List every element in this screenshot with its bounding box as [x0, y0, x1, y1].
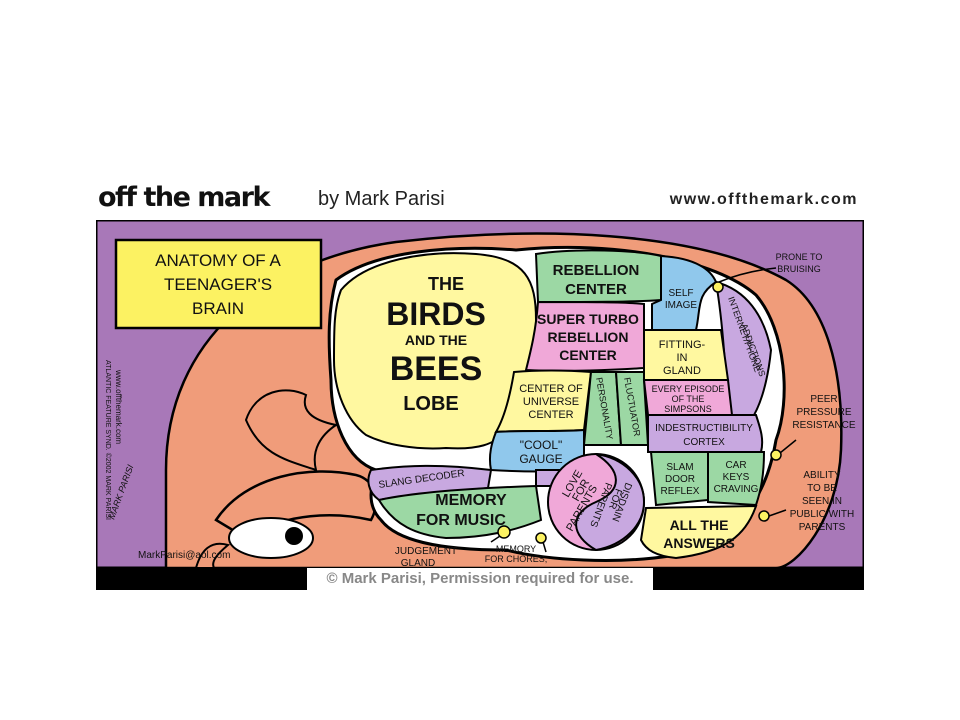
- center-universe-line-2: UNIVERSE: [523, 396, 579, 408]
- region-memory-music: [377, 484, 543, 540]
- peer-line-2: PRESSURE: [796, 407, 851, 418]
- self-image-line-2: IMAGE: [665, 300, 698, 311]
- pupil: [285, 527, 303, 545]
- bruising-line-2: BRUISING: [777, 264, 821, 274]
- ability-line-5: PARENTS: [799, 522, 846, 533]
- site-url: www.offthemark.com: [669, 191, 858, 208]
- chores-memory: [535, 532, 547, 544]
- caption-line-3: BRAIN: [192, 299, 244, 318]
- birds-bees-line-3: AND THE: [405, 332, 467, 348]
- ability-line-2: TO BE: [807, 483, 837, 494]
- simpsons-line-1: EVERY EPISODE: [652, 384, 725, 394]
- simpsons-line-2: OF THE: [672, 394, 705, 404]
- comic-panel: ANATOMY OF A TEENAGER'S BRAIN THE BIRDS …: [96, 220, 864, 568]
- birds-bees-line-4: BEES: [390, 350, 483, 388]
- judgement-pointer: [490, 535, 501, 543]
- ability-line-1: ABILITY: [803, 470, 841, 481]
- rebellion-line-2: CENTER: [565, 281, 627, 298]
- simpsons-line-3: SIMPSONS: [664, 404, 712, 414]
- super-turbo-line-3: CENTER: [559, 347, 617, 363]
- copyright-notice: © Mark Parisi, Permission required for u…: [307, 568, 653, 590]
- fitting-in-line-2: IN: [677, 352, 688, 364]
- comic-strip: off the mark by Mark Parisi www.offthema…: [96, 178, 864, 590]
- side-credit-line-1: www.offthemark.com: [114, 369, 123, 444]
- bruising-spot: [712, 281, 724, 293]
- region-disdain-parents: [575, 453, 646, 552]
- memory-music-line-1: MEMORY: [435, 492, 507, 509]
- peer-pressure-node: [770, 449, 782, 461]
- memory-music-line-2: FOR MUSIC: [416, 512, 506, 529]
- slam-door-line-2: DOOR: [665, 474, 695, 485]
- brain-illustration: ANATOMY OF A TEENAGER'S BRAIN THE BIRDS …: [96, 220, 864, 568]
- super-turbo-line-2: REBELLION: [548, 329, 629, 345]
- ability-node: [758, 510, 770, 522]
- self-image-line-1: SELF: [668, 288, 693, 299]
- brand-logo: off the mark: [98, 182, 270, 213]
- ability-line-3: SEEN IN: [802, 496, 842, 507]
- fitting-in-line-1: FITTING-: [659, 339, 706, 351]
- birds-bees-line-2: BIRDS: [386, 296, 486, 332]
- cool-gauge-line-2: GAUGE: [519, 452, 562, 466]
- peer-pointer: [779, 439, 797, 454]
- slam-door-line-1: SLAM: [666, 462, 693, 473]
- region-fluctuator: [614, 371, 650, 446]
- car-keys-line-3: CRAVING: [714, 484, 759, 495]
- birds-bees-line-1: THE: [428, 274, 464, 294]
- region-all-answers: [639, 504, 758, 560]
- caption-box: [114, 238, 323, 330]
- bruising-pointer: [718, 267, 777, 283]
- byline: by Mark Parisi: [318, 188, 445, 210]
- slam-door-line-3: REFLEX: [661, 486, 700, 497]
- chores-pointer: [542, 541, 547, 553]
- indestructibility-line-1: INDESTRUCTIBILITY: [655, 423, 753, 434]
- center-universe-line-3: CENTER: [528, 409, 573, 421]
- caption-line-1: ANATOMY OF A: [155, 251, 281, 270]
- car-keys-line-2: KEYS: [723, 472, 750, 483]
- peer-line-1: PEER: [810, 394, 837, 405]
- center-universe-line-1: CENTER OF: [519, 383, 583, 395]
- judgement-gland: [497, 525, 511, 539]
- ability-pointer: [768, 509, 787, 517]
- all-answers-line-2: ANSWERS: [663, 535, 735, 551]
- comic-header: off the mark by Mark Parisi www.offthema…: [96, 178, 864, 220]
- side-credit-line-2: ATLANTIC FEATURE SYND. ©2002 MARK PARISI: [104, 360, 112, 520]
- all-answers-line-1: ALL THE: [670, 517, 729, 533]
- artist-email: MarkParisi@aol.com: [138, 550, 230, 561]
- car-keys-line-1: CAR: [725, 460, 746, 471]
- footer-bar: © Mark Parisi, Permission required for u…: [96, 568, 864, 590]
- chores-label-line-2: FOR CHORES,: [485, 554, 548, 564]
- birds-bees-line-5: LOBE: [403, 393, 459, 415]
- nose: [194, 542, 231, 568]
- bruising-line-1: PRONE TO: [776, 252, 823, 262]
- region-car-keys: [707, 451, 766, 507]
- rebellion-line-1: REBELLION: [553, 262, 640, 279]
- chores-label-line-1: MEMORY: [496, 544, 536, 554]
- ability-line-4: PUBLIC WITH: [790, 509, 854, 520]
- peer-line-3: RESISTANCE: [792, 420, 855, 431]
- fitting-in-line-3: GLAND: [663, 365, 701, 377]
- region-super-turbo: [524, 300, 645, 372]
- judgement-label-line-2: GLAND: [401, 558, 435, 568]
- hair-tuft: [244, 389, 339, 472]
- judgement-label-line-1: JUDGEMENT: [395, 546, 457, 557]
- super-turbo-line-1: SUPER TURBO: [537, 311, 639, 327]
- cool-gauge-line-1: "COOL": [520, 438, 563, 452]
- indestructibility-line-2: CORTEX: [683, 437, 725, 448]
- caption-line-2: TEENAGER'S: [164, 275, 272, 294]
